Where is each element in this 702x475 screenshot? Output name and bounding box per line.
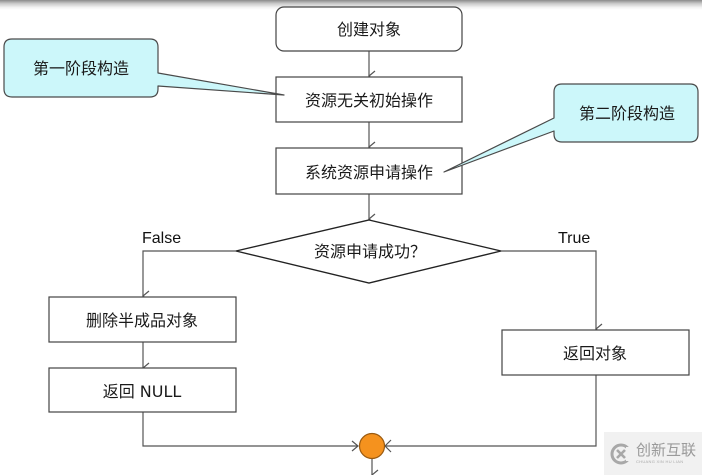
node-create-object-label: 创建对象 bbox=[337, 20, 401, 39]
node-return-object[interactable]: 返回对象 bbox=[501, 329, 690, 376]
edge-decision-false bbox=[142, 250, 236, 302]
node-delete-partial-object[interactable]: 删除半成品对象 bbox=[48, 296, 237, 343]
node-return-null-label: 返回 NULL bbox=[103, 382, 182, 401]
merge-node[interactable] bbox=[358, 432, 386, 460]
node-decision[interactable]: 资源申请成功？ bbox=[235, 219, 502, 284]
node-decision-label: 资源申请成功？ bbox=[314, 242, 426, 261]
branch-label-true: True bbox=[558, 230, 590, 247]
callout-phase-one: 第一阶段构造 bbox=[3, 38, 285, 98]
node-system-resource-request[interactable]: 系统资源申请操作 bbox=[275, 147, 463, 195]
callout-phase-two: 第二阶段构造 bbox=[443, 83, 699, 173]
watermark-logo-icon bbox=[610, 443, 632, 464]
node-delete-partial-object-label: 删除半成品对象 bbox=[86, 311, 198, 330]
callout-phase-two-label: 第二阶段构造 bbox=[579, 104, 675, 123]
connectors bbox=[142, 51, 603, 475]
node-resource-independent-init-label: 资源无关初始操作 bbox=[305, 91, 433, 110]
watermark-title: 创新互联 bbox=[635, 441, 696, 459]
top-shadow bbox=[0, 0, 702, 10]
watermark: 创新互联 CHUANG XIN HU LIAN bbox=[604, 432, 702, 475]
node-resource-independent-init[interactable]: 资源无关初始操作 bbox=[275, 76, 463, 123]
edge-object-to-merge bbox=[385, 375, 597, 447]
node-return-object-label: 返回对象 bbox=[563, 344, 627, 363]
edge-null-to-merge bbox=[142, 412, 359, 452]
branch-label-false: False bbox=[142, 230, 181, 247]
node-system-resource-request-label: 系统资源申请操作 bbox=[305, 163, 433, 182]
node-create-object[interactable]: 创建对象 bbox=[275, 6, 463, 52]
callout-phase-one-label: 第一阶段构造 bbox=[33, 59, 129, 78]
watermark-subtitle: CHUANG XIN HU LIAN bbox=[635, 459, 684, 464]
edge-decision-true bbox=[501, 250, 603, 335]
node-return-null[interactable]: 返回 NULL bbox=[48, 367, 237, 413]
